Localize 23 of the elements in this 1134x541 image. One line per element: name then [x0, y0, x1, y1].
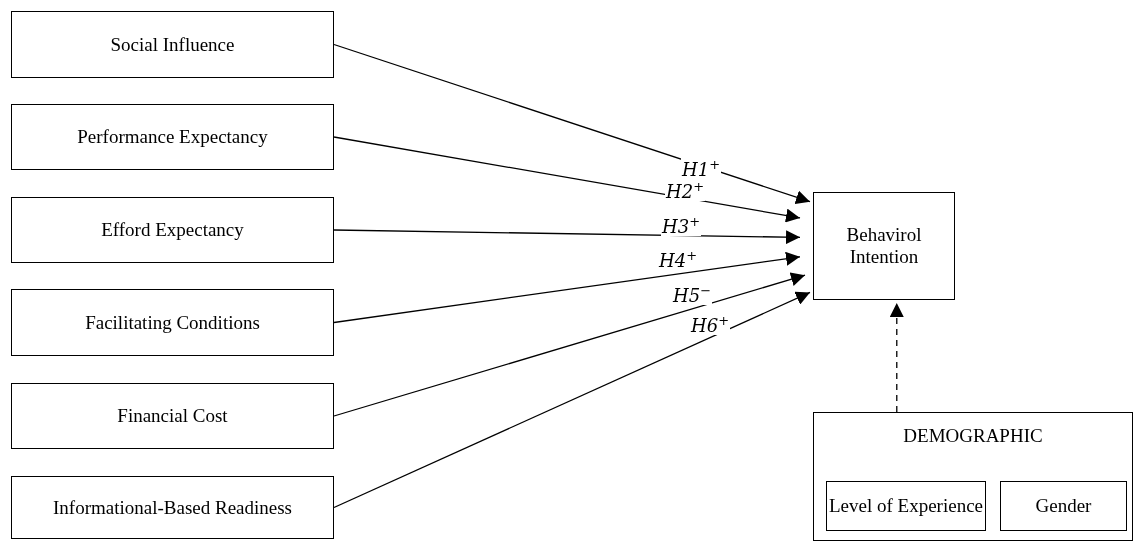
construct-box: Informational-Based Readiness: [11, 476, 334, 539]
construct-box: Financial Cost: [11, 383, 334, 449]
edge-label: H1$^{+}$: [681, 158, 722, 179]
group-title: DEMOGRAPHIC: [903, 425, 1043, 447]
construct-box: Gender: [1000, 481, 1127, 531]
arrow: [889, 302, 904, 413]
edge-label: H4$^{+}$: [658, 249, 699, 270]
construct-box: Behavirol Intention: [813, 192, 955, 300]
arrow: [333, 251, 801, 324]
arrow: [333, 229, 801, 245]
construct-box: Level of Experience: [826, 481, 986, 531]
edge-label: H6$^{+}$: [690, 314, 731, 335]
edge-label: H2$^{+}$: [665, 180, 706, 201]
group-box: [813, 412, 1133, 541]
arrow: [333, 43, 811, 204]
edge-label: H3$^{+}$: [661, 215, 702, 236]
construct-box: Efford Expectancy: [11, 197, 334, 263]
arrow: [333, 136, 801, 223]
arrow: [333, 291, 811, 509]
construct-box: Performance Expectancy: [11, 104, 334, 170]
arrow: [333, 272, 806, 417]
construct-box: Social Influence: [11, 11, 334, 78]
construct-box: Facilitating Conditions: [11, 289, 334, 356]
